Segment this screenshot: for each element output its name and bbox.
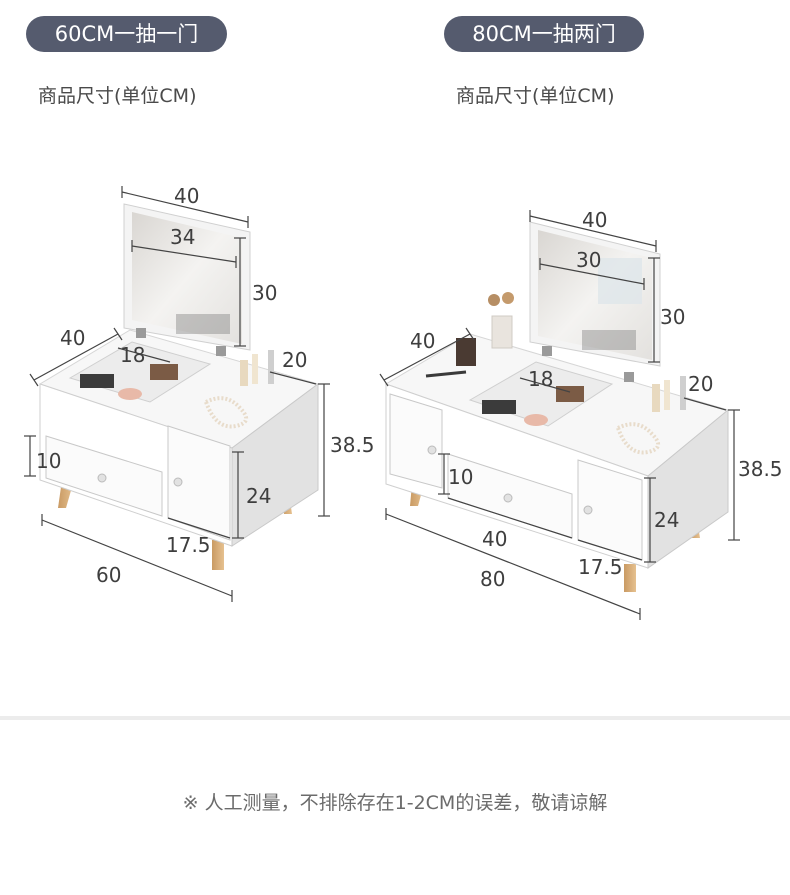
left-total-height-label: 38.5	[330, 433, 375, 457]
left-compartment-width-label: 18	[120, 343, 145, 367]
left-bottle-3	[268, 350, 274, 384]
right-drawer-width-label: 40	[482, 527, 507, 551]
left-bottle-1	[240, 360, 248, 386]
left-model-label: 60CM一抽一门	[26, 16, 227, 52]
left-vanity	[38, 203, 320, 570]
right-drawer-height-label: 10	[448, 465, 473, 489]
right-brush-2	[502, 292, 514, 304]
left-depth-label: 40	[60, 326, 85, 350]
left-compact	[118, 388, 142, 400]
left-hinge-2	[216, 346, 226, 356]
right-total-width-label: 80	[480, 567, 505, 591]
left-drawer-height-label: 10	[36, 449, 61, 473]
left-mirror-width-label: 40	[174, 184, 199, 208]
right-palette	[556, 386, 584, 402]
right-compartment-width-label: 18	[528, 367, 553, 391]
right-model-label: 80CM一抽两门	[444, 16, 644, 52]
right-side-face	[647, 408, 729, 569]
right-brush-1	[488, 294, 500, 306]
left-leg-front-right	[212, 540, 224, 570]
right-depth-label: 40	[410, 329, 435, 353]
right-door-height-label: 24	[654, 508, 679, 532]
left-mirror-glass	[132, 212, 242, 344]
left-hinge-1	[136, 328, 146, 338]
left-bottle-2	[252, 354, 258, 384]
right-mirror-reflection	[582, 330, 636, 350]
left-tray-depth-label: 20	[282, 348, 307, 372]
right-bottle-1	[652, 384, 660, 412]
right-dimension-lines	[379, 210, 740, 620]
right-door-left	[389, 393, 443, 489]
right-door-width-label: 17.5	[578, 555, 623, 579]
left-drawer-knob	[97, 473, 107, 483]
right-pencil	[425, 370, 467, 378]
right-hinge-1	[542, 346, 552, 356]
left-door-height-label: 24	[246, 484, 271, 508]
right-vanity	[384, 221, 730, 592]
section-divider	[0, 716, 790, 720]
left-dimension-lines	[24, 186, 330, 602]
measurement-disclaimer: ※ 人工测量，不排除存在1-2CM的误差，敬请谅解	[182, 792, 608, 814]
left-door-width-label: 17.5	[166, 533, 211, 557]
right-door-right-knob	[583, 505, 593, 515]
right-hinge-2	[624, 372, 634, 382]
right-brush-cup	[491, 315, 513, 349]
left-lipsticks	[80, 374, 114, 388]
right-mirror-height-label: 30	[660, 305, 685, 329]
right-necklace	[616, 422, 660, 455]
left-mirror-height-label: 30	[252, 281, 277, 305]
right-mirror-inner-width-label: 30	[576, 248, 601, 272]
right-bottle-3	[680, 376, 686, 410]
left-mirror-inner-width-label: 34	[170, 225, 195, 249]
right-door-left-knob	[427, 445, 437, 455]
left-side-face	[231, 383, 319, 547]
right-lipsticks	[482, 400, 516, 414]
right-mirror-window	[598, 258, 642, 304]
right-eyeshadow	[456, 338, 476, 366]
left-dimension-labels: 40 34 30 40 18 20 38.5 10 24 17.5 60	[36, 184, 375, 587]
left-palette	[150, 364, 178, 380]
right-tray-depth-label: 20	[688, 372, 713, 396]
left-mirror-reflection	[176, 314, 230, 334]
right-dimension-labels: 40 30 30 40 18 20 38.5 10 40 24 17.5 80	[410, 208, 783, 591]
right-total-height-label: 38.5	[738, 457, 783, 481]
left-total-width-label: 60	[96, 563, 121, 587]
product-illustration: 40 34 30 40 18 20 38.5 10 24 17.5 60	[24, 184, 783, 620]
right-bottle-2	[664, 380, 670, 410]
left-door-knob	[173, 477, 183, 487]
right-size-caption: 商品尺寸(单位CM)	[456, 85, 615, 107]
right-compact	[524, 414, 548, 426]
right-leg-front-right	[624, 564, 636, 592]
left-necklace	[204, 396, 248, 429]
left-size-caption: 商品尺寸(单位CM)	[38, 85, 197, 107]
right-mirror-width-label: 40	[582, 208, 607, 232]
right-drawer-knob	[503, 493, 513, 503]
left-door	[167, 425, 231, 541]
